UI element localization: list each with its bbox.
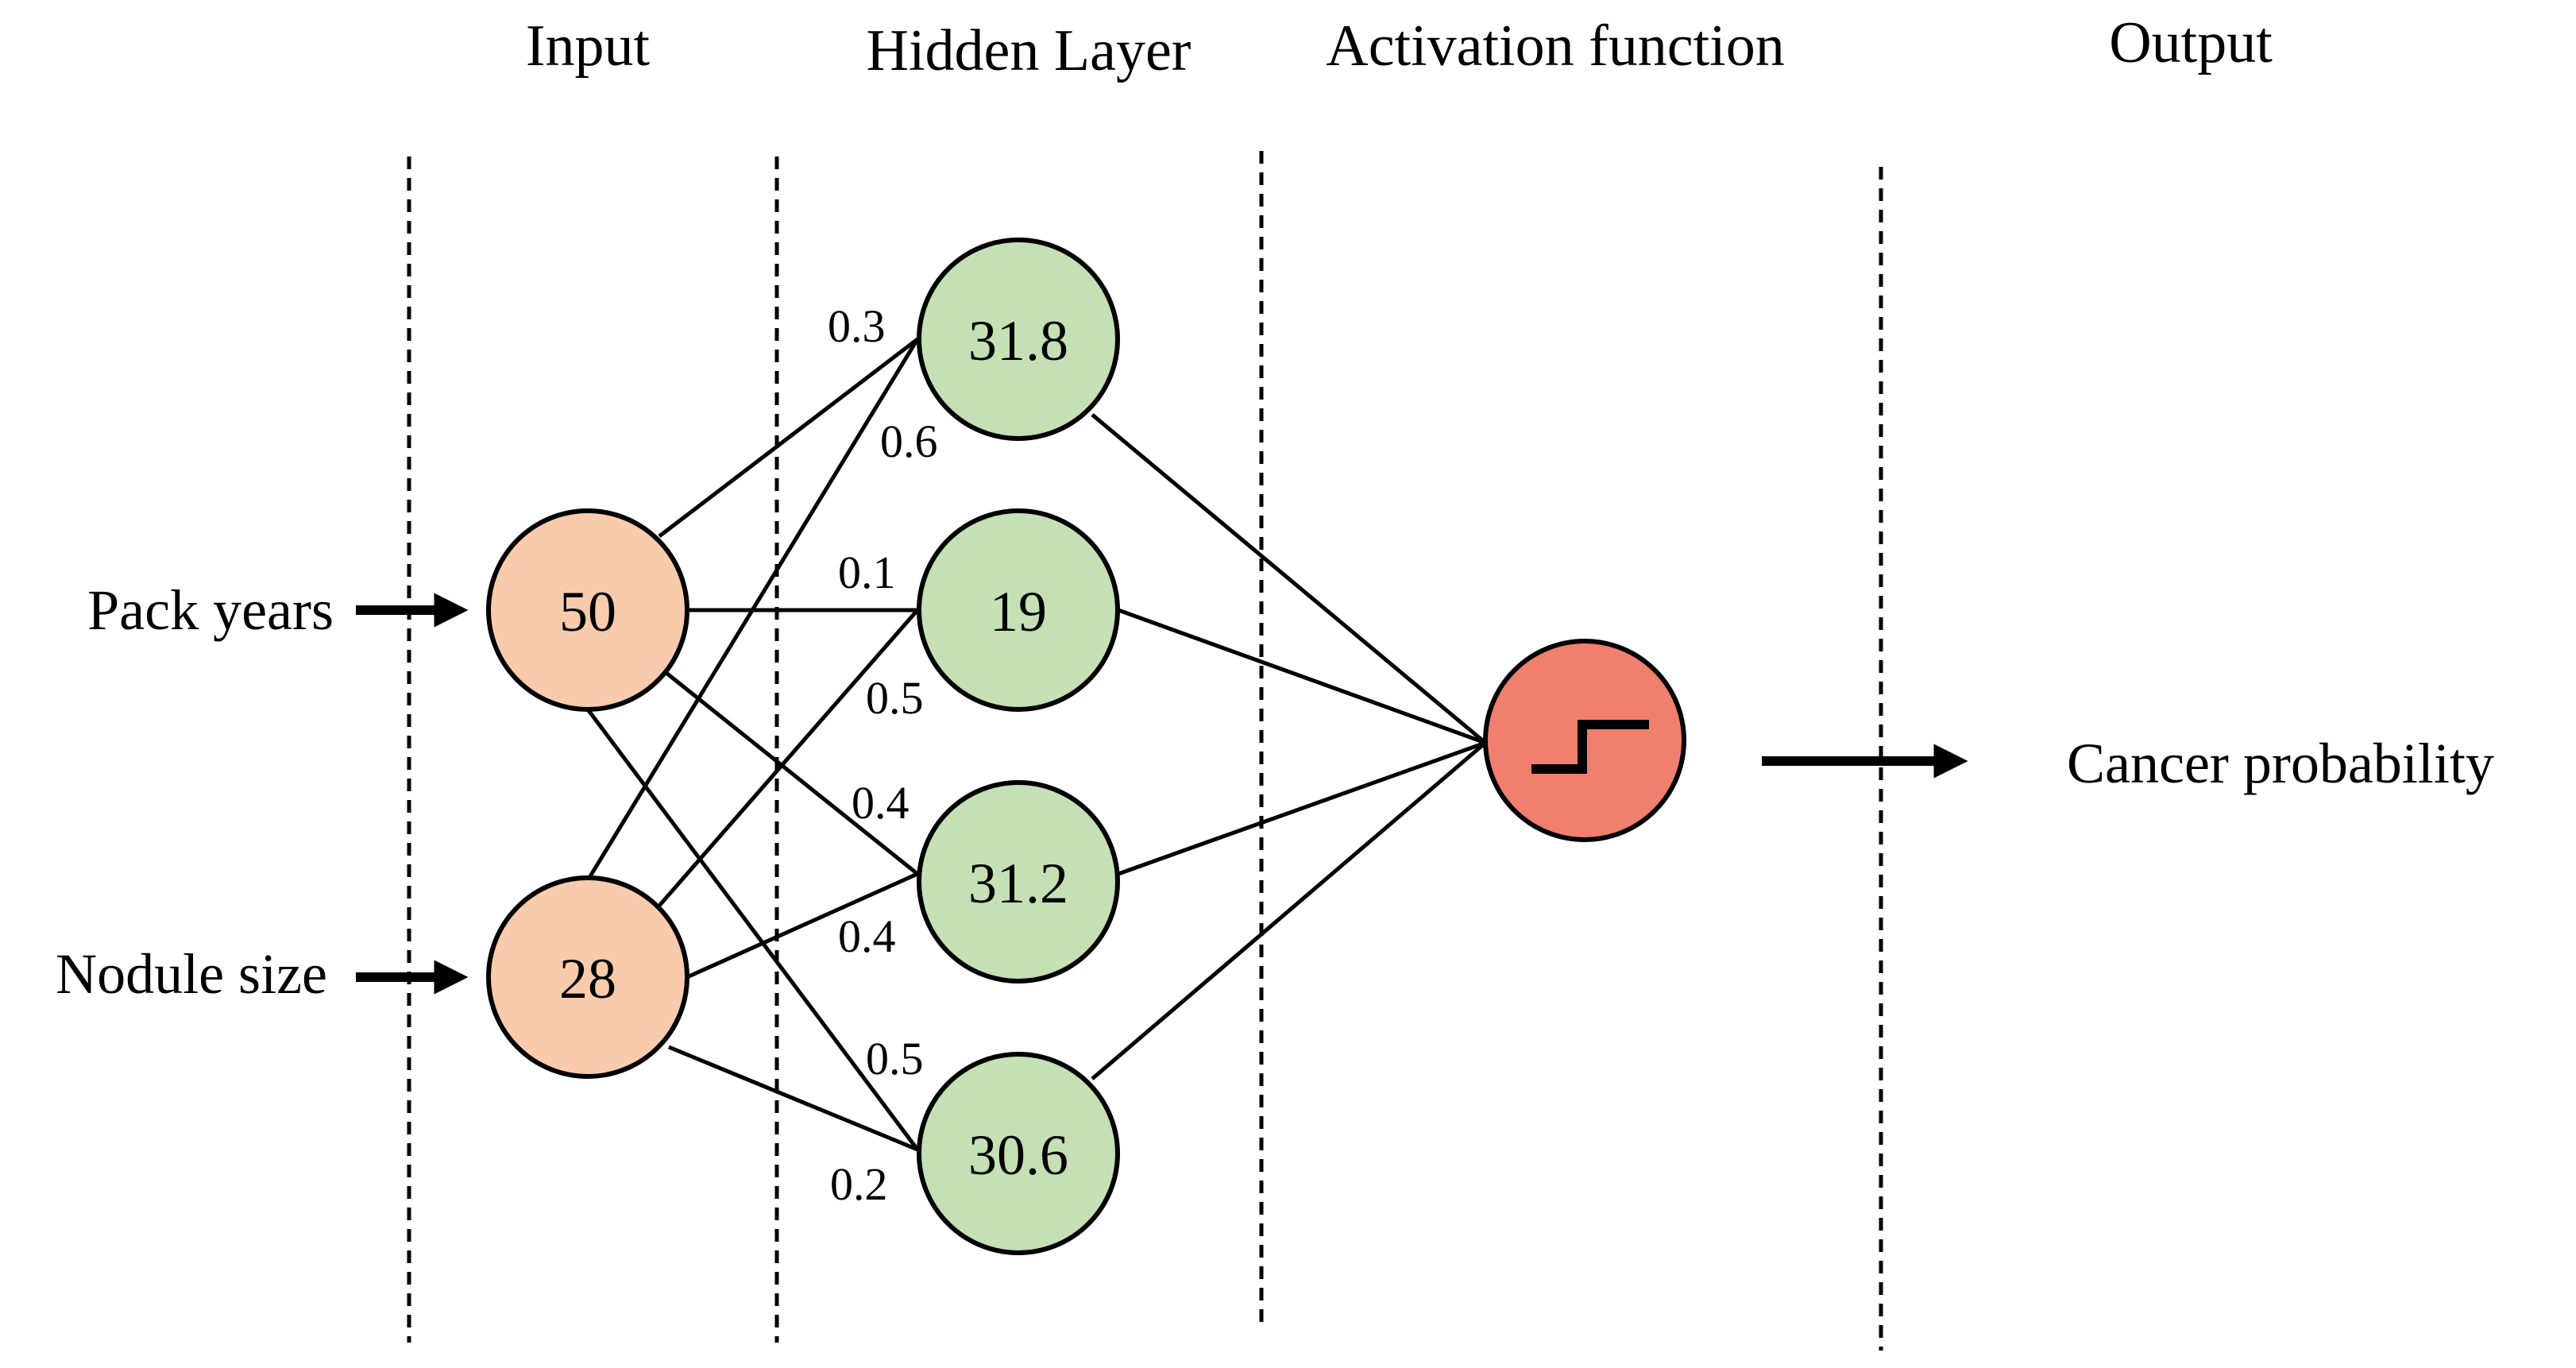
edge-hidden4-activation	[1091, 741, 1487, 1080]
edge-hidden1-activation	[1091, 413, 1487, 744]
edge-input2-hidden4	[668, 1045, 918, 1152]
header-input: Input	[526, 14, 651, 79]
weight-label: 0.4	[838, 910, 896, 962]
input-node: 50	[486, 508, 689, 712]
weight-label: 0.3	[828, 300, 886, 352]
input-node-value: 50	[559, 580, 616, 643]
hidden-node: 30.6	[917, 1052, 1120, 1255]
edge-input2-hidden1	[585, 338, 920, 882]
header-output: Output	[2109, 10, 2273, 75]
output-label: Cancer probability	[2067, 732, 2494, 795]
edge-input2-hidden2	[658, 609, 919, 907]
hidden-node: 31.2	[917, 780, 1120, 983]
weight-label: 0.4	[852, 777, 910, 829]
activation-node	[1483, 639, 1686, 842]
edge-input1-hidden1	[658, 338, 919, 538]
weight-label: 0.1	[838, 547, 896, 598]
edge-input1-hidden3	[658, 666, 919, 875]
edge-input2-hidden3	[686, 871, 919, 980]
edge-hidden2-activation	[1118, 608, 1486, 745]
weight-label: 0.6	[880, 415, 938, 467]
hidden-node-value: 31.8	[968, 309, 1068, 373]
hidden-node-value: 31.2	[968, 852, 1068, 915]
hidden-node-value: 30.6	[968, 1123, 1068, 1187]
weight-label: 0.2	[830, 1158, 888, 1210]
hidden-node: 19	[917, 508, 1120, 712]
hidden-node-value: 19	[990, 580, 1047, 643]
feature-label-pack-years: Pack years	[87, 578, 334, 642]
hidden-node: 31.8	[917, 238, 1120, 441]
feature-label-nodule-size: Nodule size	[56, 942, 327, 1006]
input-node-value: 28	[559, 947, 616, 1011]
weight-label: 0.5	[866, 1033, 924, 1084]
header-activation-function: Activation function	[1326, 14, 1784, 79]
weight-label: 0.5	[866, 672, 924, 724]
edge-hidden3-activation	[1118, 740, 1486, 876]
header-hidden-layer: Hidden Layer	[867, 18, 1191, 83]
input-node: 28	[486, 875, 689, 1079]
edge-input1-hidden4	[585, 708, 920, 1151]
step-function-icon	[1531, 720, 1649, 774]
